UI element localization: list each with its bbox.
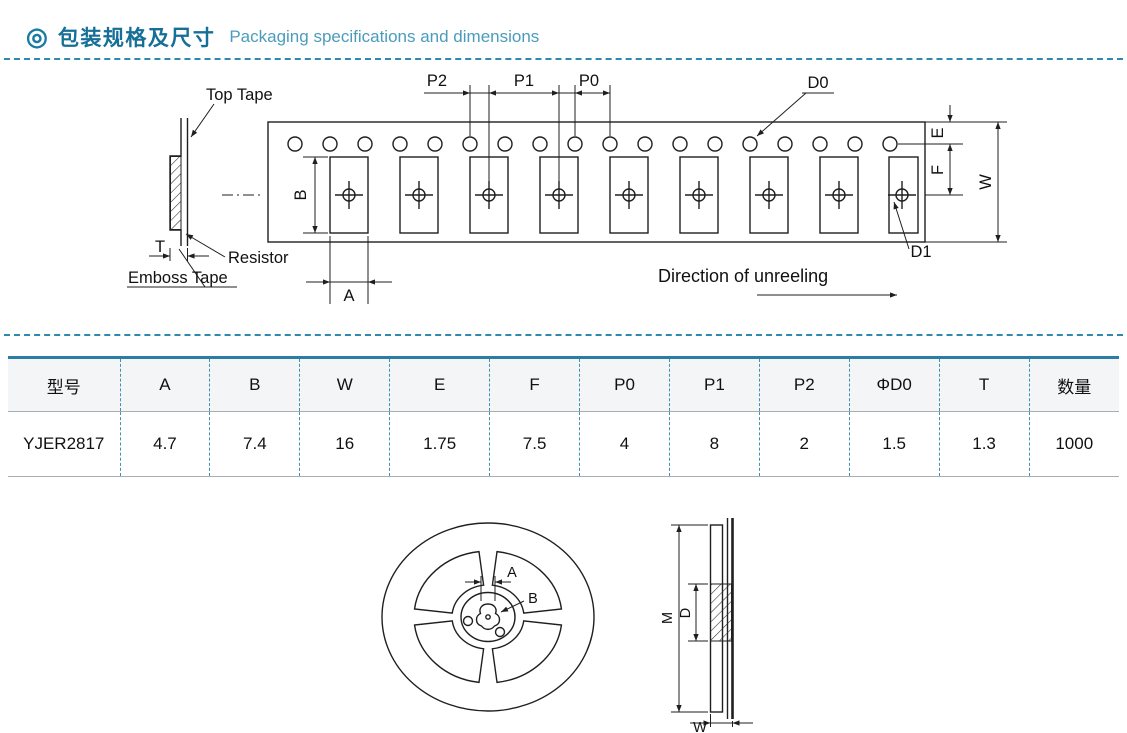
carrier-tape xyxy=(222,121,926,243)
dim-label-a: A xyxy=(343,287,354,305)
reel-front-view: A B xyxy=(381,522,595,712)
cell-f: 7.5 xyxy=(489,411,580,477)
dim-efw xyxy=(898,105,1007,243)
header-cell-p0: P0 xyxy=(579,357,670,412)
dashed-divider-top xyxy=(4,58,1123,60)
dim-label-p0: P0 xyxy=(579,72,599,90)
label-top-tape: Top Tape xyxy=(206,86,273,104)
table-header-row: 型号 A B W E F P0 P1 P2 ΦD0 T 数量 xyxy=(8,357,1119,412)
reel-hub-dimensions xyxy=(465,576,525,613)
reel-dim-label-a: A xyxy=(507,565,517,581)
direction-label: Direction of unreeling xyxy=(658,266,828,286)
reel-dim-label-m: M xyxy=(660,612,676,624)
header-cell-d0: ΦD0 xyxy=(848,357,940,412)
dim-label-d0: D0 xyxy=(807,74,828,92)
cell-p2: 2 xyxy=(758,411,850,477)
cell-p0: 4 xyxy=(579,411,670,477)
dim-label-b: B xyxy=(292,189,310,200)
header-cell-a: A xyxy=(119,357,210,412)
reel-side-view: M D W xyxy=(660,518,753,733)
dim-pitch xyxy=(424,85,611,188)
table-data-row: YJER2817 4.7 7.4 16 1.75 7.5 4 8 2 1.5 1… xyxy=(8,411,1119,477)
cell-model: YJER2817 xyxy=(8,411,120,477)
header-cell-model: 型号 xyxy=(8,357,120,412)
sprocket-holes xyxy=(287,136,898,152)
dim-label-w: W xyxy=(977,174,995,190)
section-header: ◎ 包装规格及尺寸 Packaging specifications and d… xyxy=(0,0,1127,58)
header-cell-b: B xyxy=(209,357,300,412)
header-cell-e: E xyxy=(389,357,490,412)
cell-d0: 1.5 xyxy=(848,411,940,477)
cell-p1: 8 xyxy=(668,411,760,477)
tape-packaging-diagram: T Top Tape Resistor Emboss Tape xyxy=(127,72,1007,305)
dim-label-p2: P2 xyxy=(427,72,447,90)
dim-b xyxy=(303,156,328,234)
cell-w: 16 xyxy=(299,411,390,477)
dim-label-f: F xyxy=(929,165,947,175)
label-emboss-tape: Emboss Tape xyxy=(128,269,228,287)
cell-qty: 1000 xyxy=(1028,411,1119,477)
dim-label-t: T xyxy=(155,238,165,256)
section-title-en: Packaging specifications and dimensions xyxy=(229,27,540,46)
dim-a xyxy=(306,236,392,304)
header-cell-qty: 数量 xyxy=(1028,357,1119,412)
header-cell-p1: P1 xyxy=(668,357,760,412)
dim-d1 xyxy=(893,201,910,250)
header-cell-w: W xyxy=(299,357,390,412)
dim-label-e: E xyxy=(929,127,947,138)
tape-pockets xyxy=(329,156,919,234)
label-resistor: Resistor xyxy=(228,249,289,267)
section-bullet-icon: ◎ xyxy=(26,22,48,51)
reel-diagram: A B M D W xyxy=(381,518,753,733)
section-title-zh: 包装规格及尺寸 xyxy=(57,27,216,50)
cell-b: 7.4 xyxy=(209,411,300,477)
header-cell-t: T xyxy=(938,357,1030,412)
cell-t: 1.3 xyxy=(938,411,1030,477)
direction-of-unreeling: Direction of unreeling xyxy=(658,266,897,298)
tape-cross-section: T Top Tape Resistor Emboss Tape xyxy=(127,86,289,288)
header-cell-p2: P2 xyxy=(758,357,850,412)
reel-dim-label-d: D xyxy=(678,608,694,618)
packaging-dimensions-table: 型号 A B W E F P0 P1 P2 ΦD0 T 数量 YJER2817 … xyxy=(8,356,1119,477)
dim-label-d1: D1 xyxy=(910,243,931,261)
header-cell-f: F xyxy=(489,357,580,412)
dim-label-p1: P1 xyxy=(514,72,534,90)
reel-dim-label-b: B xyxy=(528,591,538,607)
cell-a: 4.7 xyxy=(119,411,210,477)
cell-e: 1.75 xyxy=(389,411,490,477)
reel-side-dimensions xyxy=(671,524,753,727)
dim-d0 xyxy=(756,92,834,137)
dim-t-lines xyxy=(127,103,237,288)
reel-dim-label-w: W xyxy=(693,720,707,733)
dashed-divider-middle xyxy=(4,334,1123,336)
